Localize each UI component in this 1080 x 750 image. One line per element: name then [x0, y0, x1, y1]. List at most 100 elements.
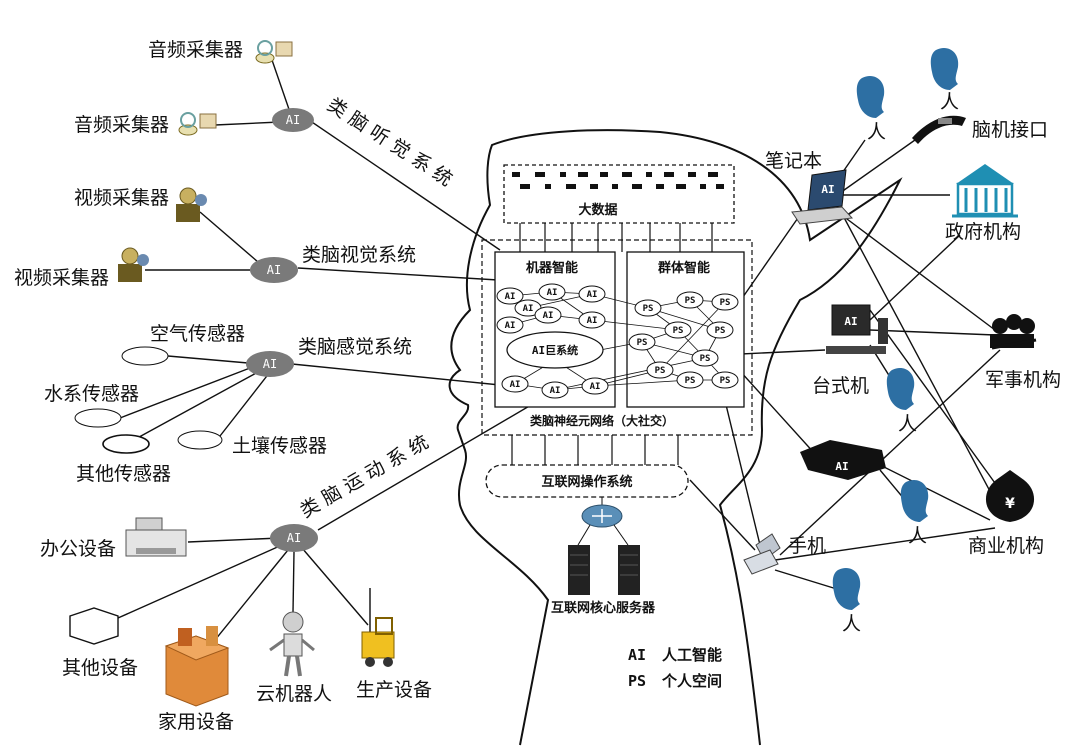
ai-node: AI: [541, 381, 569, 399]
ai-node: AI: [578, 285, 606, 303]
water-sensor-label: 水系传感器: [44, 383, 139, 405]
legend-key-ps: PS: [628, 672, 646, 690]
ps-node: PS: [706, 321, 734, 339]
ps-node: PS: [676, 371, 704, 389]
ai-node: AI: [534, 306, 562, 324]
robot-label: 云机器人: [256, 683, 332, 705]
svg-text:PS: PS: [673, 326, 684, 336]
person-label-2: 人: [940, 91, 959, 113]
person-label-4: 人: [908, 525, 927, 547]
svg-text:AI巨系统: AI巨系统: [532, 343, 578, 357]
neural-net-box: [481, 239, 753, 436]
os-connectors: [511, 435, 679, 465]
other-device-label: 其他设备: [62, 657, 138, 679]
air-sensor-label: 空气传感器: [150, 323, 245, 345]
ai-nodes: AI AI AI AI AI AI AI AI AI AI: [496, 283, 609, 399]
os-box: [485, 464, 689, 498]
laptop-label: 笔记本: [765, 150, 822, 172]
svg-text:PS: PS: [720, 298, 731, 308]
svg-text:PS: PS: [700, 354, 711, 364]
desktop-label: 台式机: [812, 375, 869, 397]
military-label: 军事机构: [985, 369, 1061, 391]
legend-text-ai: 人工智能: [662, 646, 722, 664]
svg-text:PS: PS: [685, 296, 696, 306]
audio-collector-1-label: 音频采集器: [148, 39, 243, 61]
hub-hearing: AI: [272, 108, 314, 132]
svg-text:AI: AI: [543, 311, 554, 321]
legend: AI 人工智能 PS 个人空间: [628, 646, 722, 690]
video-collector-1-label: 视频采集器: [74, 187, 169, 209]
svg-text:AI: AI: [590, 382, 601, 392]
box-icon: [164, 626, 230, 707]
person-label-1: 人: [867, 121, 886, 143]
os-label: 互联网操作系统: [541, 474, 632, 490]
military-icon: [990, 314, 1037, 350]
person-label-3: 人: [898, 413, 917, 435]
bigdata-label: 大数据: [578, 202, 617, 218]
ps-node: PS: [691, 349, 719, 367]
svg-text:¥: ¥: [1005, 496, 1015, 512]
phone-label: 手机: [788, 535, 826, 557]
ps-node: PS: [711, 371, 739, 389]
audio-collector-2-label: 音频采集器: [74, 114, 169, 136]
left-links: [117, 59, 561, 641]
ps-node: PS: [646, 361, 674, 379]
svg-text:AI: AI: [505, 292, 516, 302]
svg-text:AI: AI: [587, 316, 598, 326]
ps-node: PS: [711, 293, 739, 311]
sense-system-label: 类脑感觉系统: [298, 336, 412, 358]
vr-glasses-icon: AI: [800, 440, 886, 480]
water-sensor-icon: [74, 408, 122, 428]
bigdata-bits: [512, 172, 724, 189]
audio-collector-icon: [178, 112, 217, 136]
legend-text-ps: 个人空间: [661, 672, 722, 690]
svg-text:PS: PS: [720, 376, 731, 386]
svg-text:PS: PS: [715, 326, 726, 336]
ai-node: AI: [538, 283, 566, 301]
desktop-screen-text: AI: [844, 315, 857, 328]
home-device-label: 家用设备: [158, 711, 234, 733]
video-camera-icon: [118, 247, 149, 282]
other-sensor-label: 其他传感器: [76, 463, 171, 485]
bci-headset-icon: [912, 115, 966, 144]
forklift-icon: [361, 588, 395, 667]
person-icon: [900, 479, 929, 522]
video-collector-2-label: 视频采集器: [14, 267, 109, 289]
svg-text:AI: AI: [523, 304, 534, 314]
desktop-icon: AI: [826, 304, 888, 354]
hub-motion: AI: [270, 524, 318, 552]
vr-screen-text: AI: [835, 460, 848, 473]
ai-node: AI: [496, 287, 524, 305]
bigdata-box: [503, 164, 735, 224]
person-icon: [856, 75, 885, 118]
business-label: 商业机构: [968, 535, 1044, 557]
phone-icon: [743, 533, 781, 575]
svg-text:AI: AI: [587, 290, 598, 300]
neural-net-label: 类脑神经元网络（大社交）: [530, 413, 674, 428]
air-sensor-icon: [121, 346, 169, 366]
production-device-label: 生产设备: [356, 679, 432, 701]
ai-node: AI: [578, 311, 606, 329]
server-icon: [568, 497, 640, 595]
svg-text:AI: AI: [263, 357, 277, 371]
ps-node: PS: [664, 321, 692, 339]
group-intel-label: 群体智能: [658, 260, 710, 276]
government-building-icon: [952, 164, 1018, 218]
ps-node: PS: [676, 291, 704, 309]
bci-label: 脑机接口: [972, 119, 1048, 141]
printer-icon: [125, 517, 187, 557]
ps-node: PS: [628, 333, 656, 351]
ai-node: AI: [496, 316, 524, 334]
svg-text:PS: PS: [643, 304, 654, 314]
ai-giant-node: AI巨系统: [506, 331, 604, 369]
hub-sense: AI: [246, 351, 294, 377]
svg-text:AI: AI: [510, 380, 521, 390]
head-outline: [448, 129, 903, 746]
person-icon: [832, 567, 861, 610]
soil-sensor-label: 土壤传感器: [232, 435, 327, 457]
audio-collector-icon: [255, 40, 293, 64]
svg-text:PS: PS: [637, 338, 648, 348]
hub-vision: AI: [250, 257, 298, 283]
svg-text:AI: AI: [287, 531, 301, 545]
